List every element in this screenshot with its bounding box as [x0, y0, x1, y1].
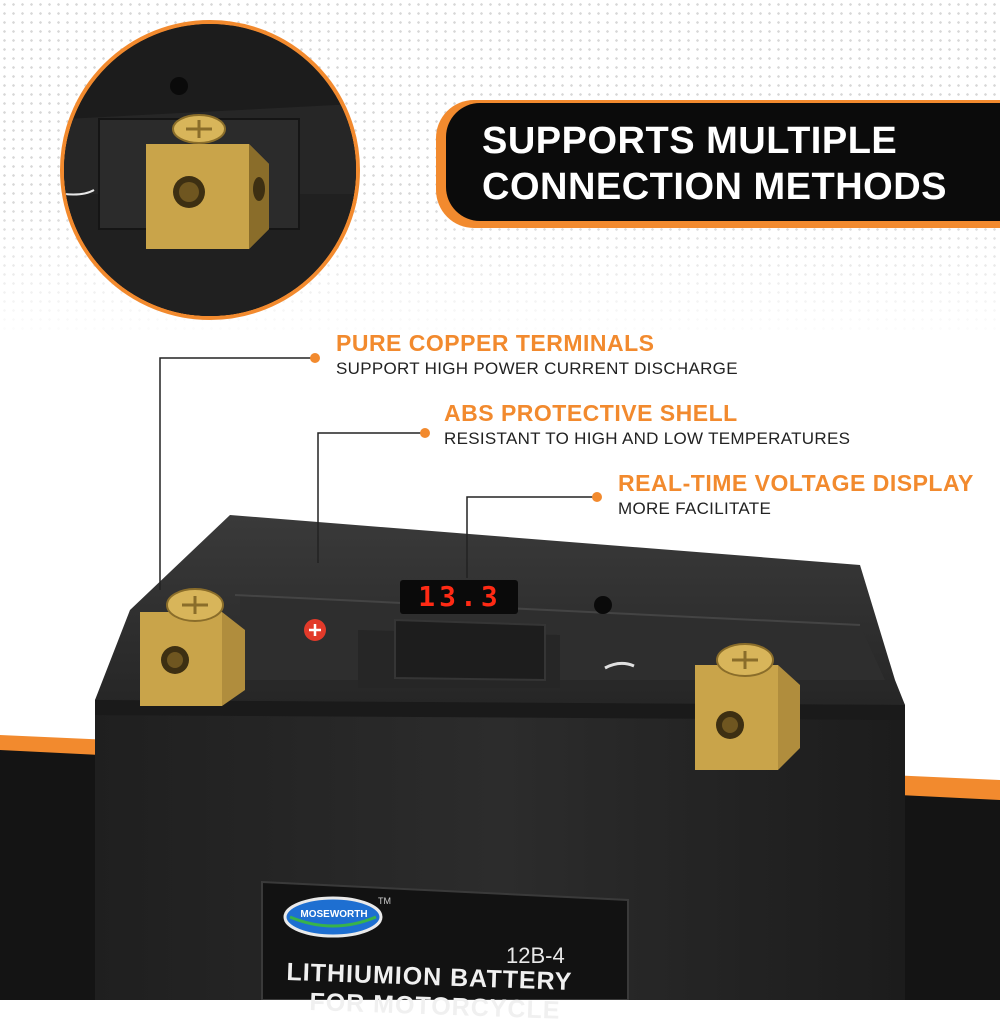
- negative-marker: [604, 661, 635, 670]
- battery-model: 12B-4: [506, 943, 565, 968]
- trademark-mark: TM: [378, 896, 391, 906]
- callout-subtitle-copper-terminals: SUPPORT HIGH POWER CURRENT DISCHARGE: [336, 359, 738, 378]
- leader-dot-display: [592, 492, 602, 502]
- leader-line-shell: [317, 432, 422, 563]
- leader-dot-shell: [420, 428, 430, 438]
- callout-title-abs-shell: ABS PROTECTIVE SHELL: [444, 400, 738, 426]
- leader-line-terminals: [159, 357, 312, 590]
- headline-text: SUPPORTS MULTIPLE CONNECTION METHODS: [482, 118, 982, 210]
- display-button: [594, 596, 612, 614]
- terminal-zoom-circle: [60, 20, 360, 320]
- callout-title-copper-terminals: PURE COPPER TERMINALS: [336, 330, 655, 356]
- voltage-display-value: 13.3: [418, 580, 502, 613]
- terminal-closeup-image: [64, 24, 356, 316]
- headline-line-1: SUPPORTS MULTIPLE: [482, 120, 898, 162]
- negative-terminal: [695, 643, 800, 770]
- leader-dot-terminals: [310, 353, 320, 363]
- headline-line-2: CONNECTION METHODS: [482, 166, 947, 208]
- callout-title-voltage-display: REAL-TIME VOLTAGE DISPLAY: [618, 470, 974, 496]
- callout-subtitle-abs-shell: RESISTANT TO HIGH AND LOW TEMPERATURES: [444, 429, 851, 448]
- positive-terminal: [140, 588, 245, 706]
- battery-illustration: [95, 353, 905, 1000]
- brand-name: MOSEWORTH: [300, 909, 368, 920]
- headline-banner: [446, 103, 1000, 221]
- callout-subtitle-voltage-display: MORE FACILITATE: [618, 499, 772, 518]
- brand-logo: [283, 896, 383, 938]
- leader-line-display: [466, 496, 593, 578]
- voltage-display: [400, 580, 518, 614]
